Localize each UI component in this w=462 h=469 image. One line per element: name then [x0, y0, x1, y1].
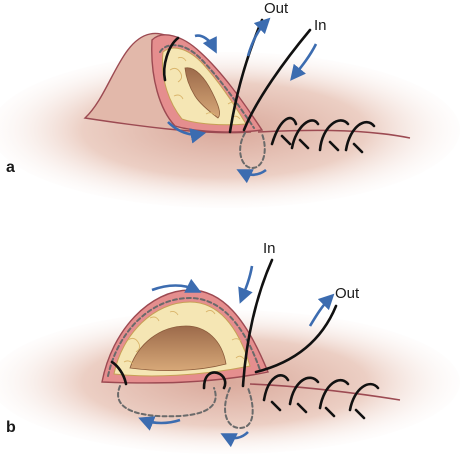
deep-loop-wide-b — [117, 385, 217, 418]
panel-b: In Out b — [0, 240, 460, 454]
panel-label-b: b — [6, 419, 16, 436]
suture-bite-left-a — [162, 36, 180, 82]
suture-strand-in-a — [242, 28, 312, 132]
running-suture-a — [270, 116, 376, 154]
wound-cavity-b — [129, 325, 227, 372]
blue-curved-arrow-icon — [290, 43, 318, 81]
fat-lobules-a — [169, 56, 241, 120]
blue-curved-arrow-icon — [194, 34, 217, 54]
suture-strand-out-b — [254, 304, 338, 374]
suture-bite-mid-b — [202, 371, 227, 390]
arrow-label-out-b: Out — [335, 285, 360, 302]
fat-lobules-b — [123, 309, 245, 365]
running-suture-b — [262, 374, 380, 420]
deep-loop-a — [239, 132, 266, 170]
suture-strand-in-b — [241, 258, 274, 388]
blue-curved-arrow-icon — [308, 293, 335, 327]
blue-curved-arrow-icon — [138, 416, 181, 431]
blue-curved-arrow-icon — [220, 431, 249, 448]
arrow-label-in-b: In — [263, 240, 276, 257]
buried-suture-track-a — [159, 44, 255, 129]
incision-line-a — [257, 129, 411, 139]
suture-bite-left-b — [110, 360, 128, 386]
arrow-label-in-a: In — [314, 17, 327, 34]
arrow-label-out-a: Out — [264, 0, 289, 17]
blue-curved-arrow-icon — [151, 278, 202, 293]
blue-curved-arrow-icon — [236, 168, 267, 184]
blue-curved-arrow-icon — [167, 121, 207, 144]
buried-suture-track-b — [107, 296, 261, 377]
deep-loop-narrow-b — [224, 387, 254, 430]
blue-curved-arrow-icon — [246, 17, 271, 57]
panel-label-a: a — [6, 159, 15, 176]
blue-curved-arrow-icon — [238, 265, 254, 304]
panel-a: Out In a — [0, 0, 460, 208]
wound-cavity-a — [184, 67, 220, 119]
